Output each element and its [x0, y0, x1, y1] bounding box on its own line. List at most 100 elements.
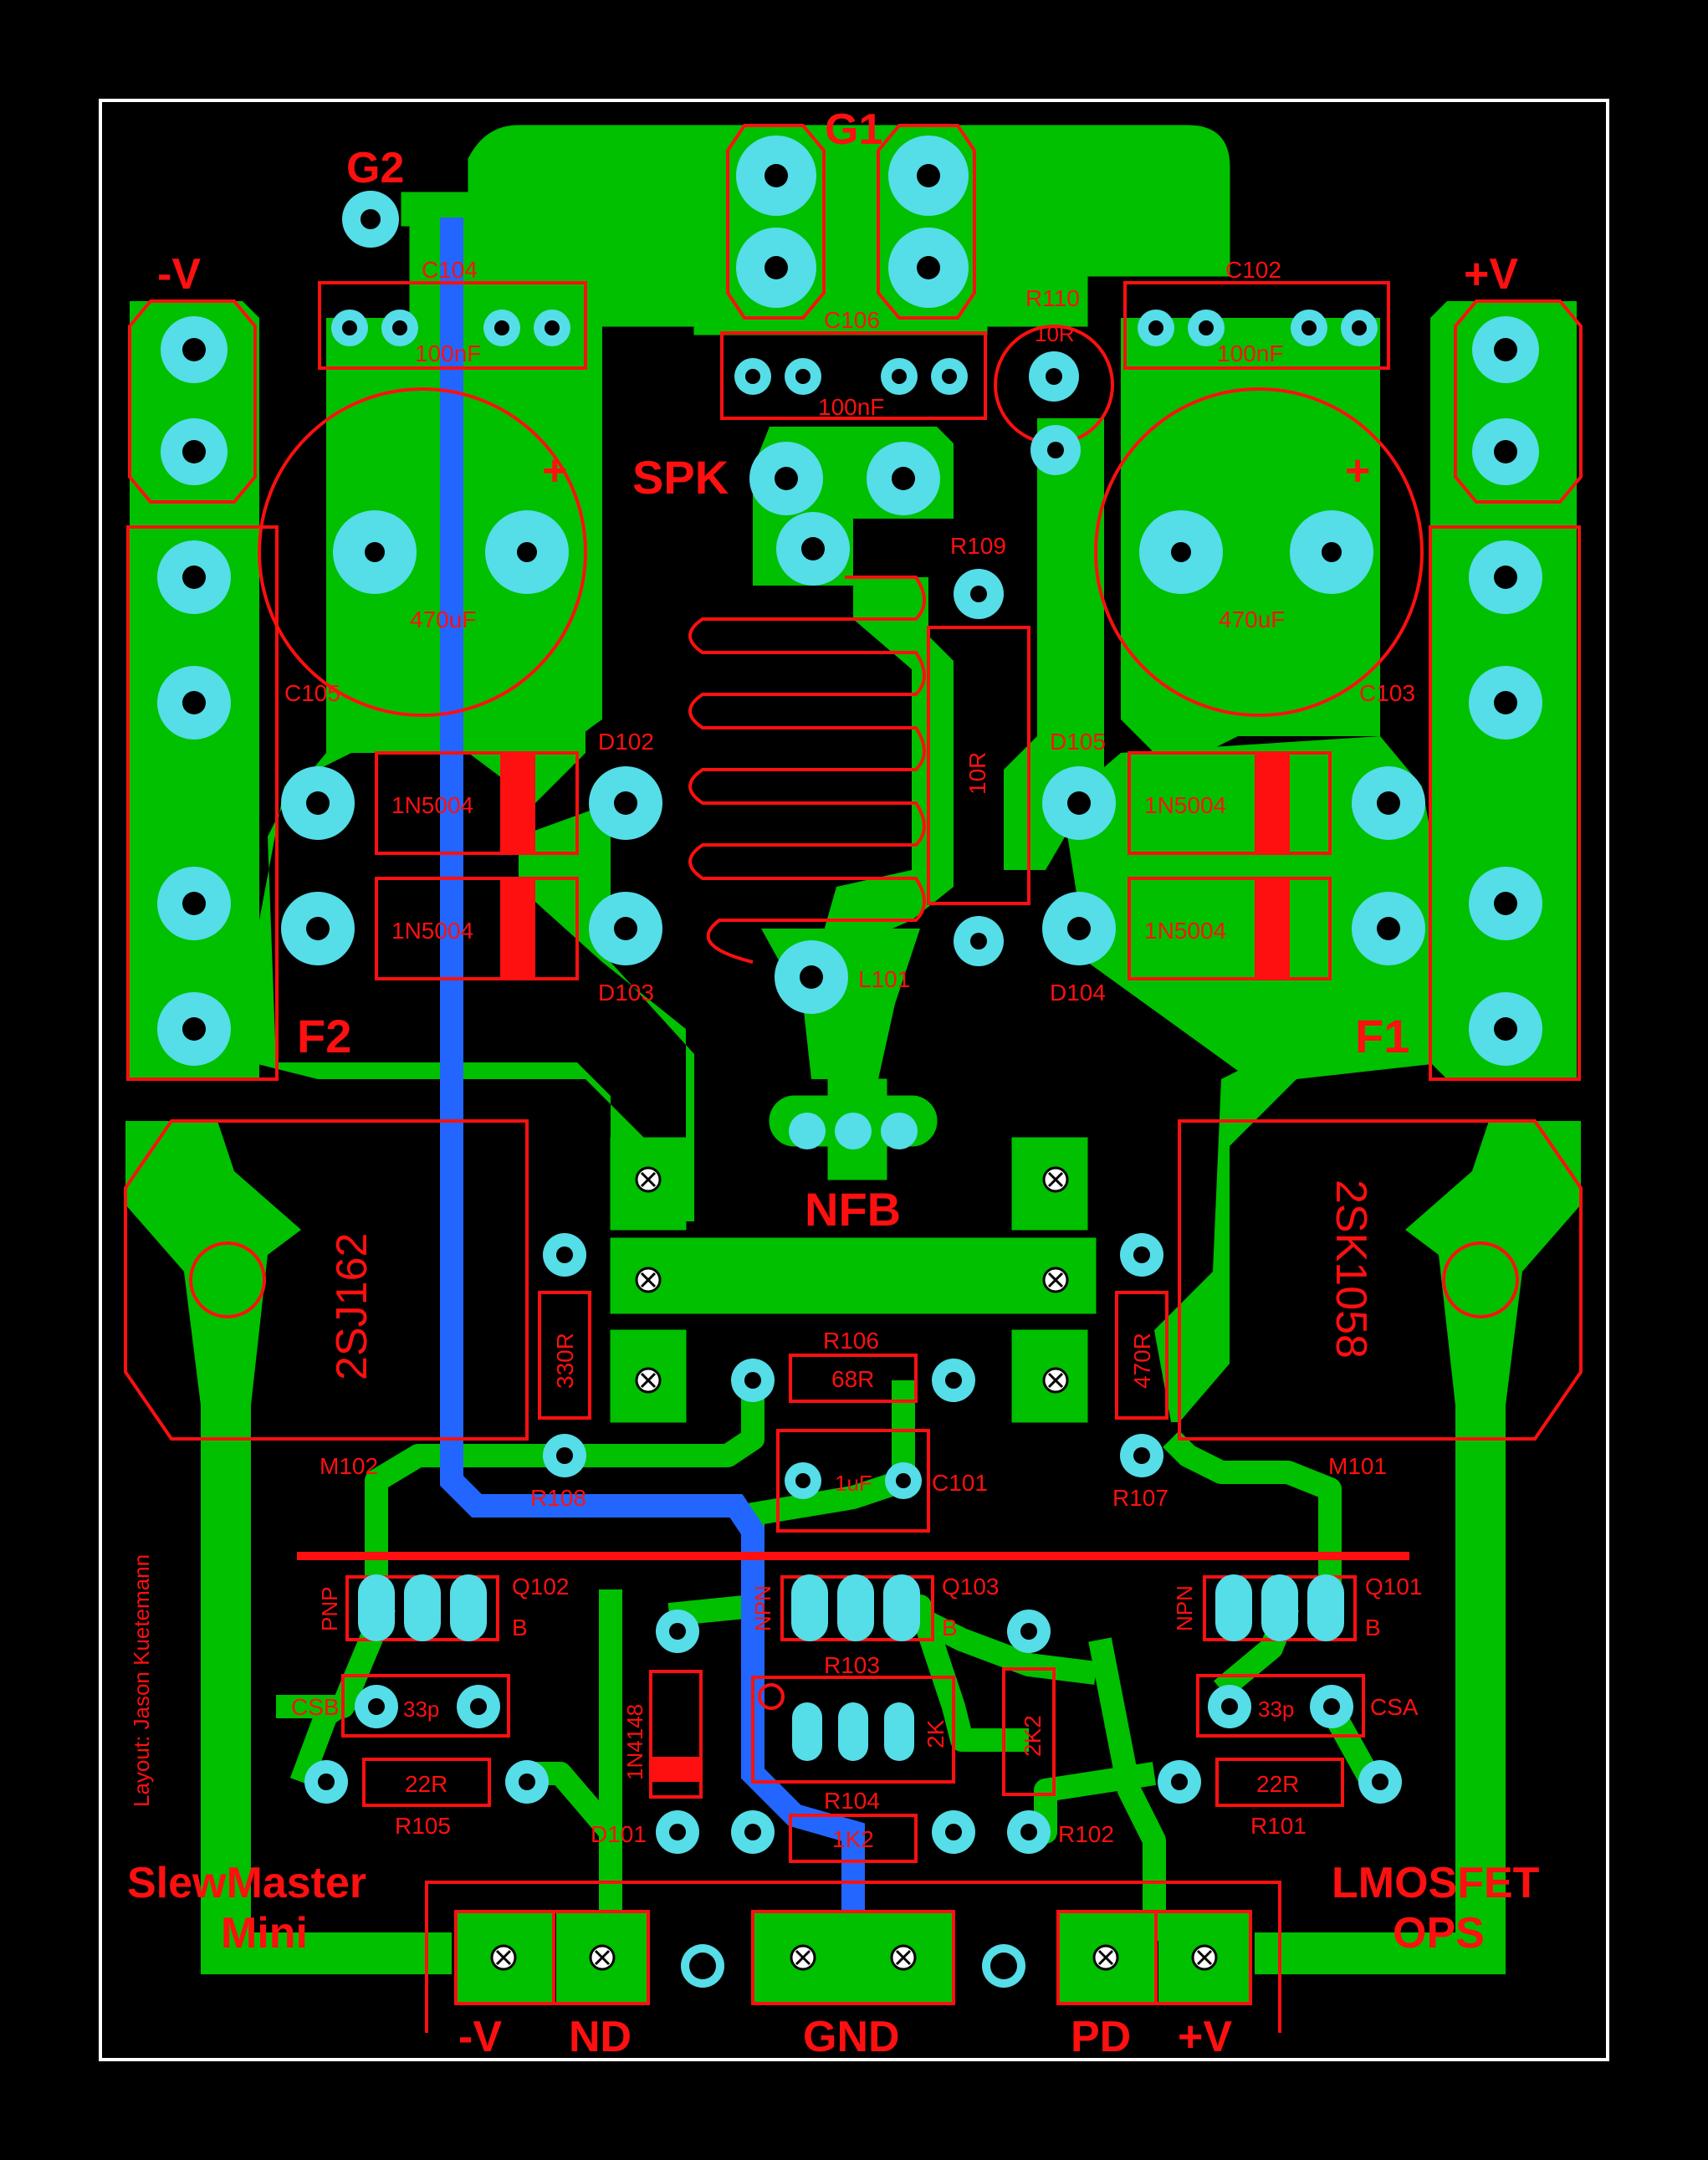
- pad-mount-left-inner: [689, 1953, 716, 1979]
- screw-gnd-1: [790, 1944, 816, 1971]
- label-f2: F2: [297, 1010, 351, 1062]
- label-csa: CSA: [1370, 1694, 1419, 1720]
- silkscreen-outlines: [124, 124, 1583, 2033]
- pad-q103-pin1: [791, 1574, 828, 1641]
- pad-g1-a2-hole: [765, 256, 788, 279]
- copper-r109-link: [820, 577, 954, 945]
- outline-m101: [1178, 1119, 1583, 1441]
- pad-spk-3-hole: [801, 537, 825, 560]
- label-c101: C101: [932, 1470, 988, 1496]
- pad-c104-3-hole: [494, 320, 509, 335]
- pad-negv-2-hole: [182, 440, 206, 463]
- label-csb-val: 33p: [403, 1697, 439, 1722]
- label-f1: F1: [1355, 1010, 1409, 1062]
- outline-r108: [538, 1291, 591, 1420]
- pad-f2-3-hole: [182, 892, 206, 915]
- copper-layer: [125, 125, 1581, 1974]
- label-c106-val: 100nF: [818, 394, 884, 420]
- label-r103-val: 2K: [923, 1719, 949, 1748]
- pad-c104-4-hole: [545, 320, 560, 335]
- pad-c103-2-hole: [1322, 542, 1342, 562]
- outline-negv: [128, 299, 257, 504]
- label-d102-val: 1N5004: [391, 792, 473, 818]
- pad-d104-a-hole: [1067, 917, 1091, 940]
- outline-r101: [1215, 1758, 1344, 1807]
- term-label-negv: -V: [458, 2013, 502, 2061]
- screw-terminals: [490, 1166, 1218, 1971]
- label-r110: R110: [1025, 285, 1080, 311]
- label-q102-b: B: [512, 1615, 528, 1640]
- outline-r102: [1002, 1667, 1056, 1796]
- label-r108: R108: [530, 1485, 586, 1511]
- label-r102-val: 2K2: [1020, 1715, 1046, 1757]
- outline-terminal-block: [425, 1881, 1281, 2033]
- label-posv: +V: [1464, 250, 1518, 299]
- outline-d102: [375, 751, 579, 855]
- pad-negv-1-hole: [182, 338, 206, 361]
- outline-c105: [258, 387, 587, 717]
- screw-pd: [1092, 1944, 1119, 1971]
- pad-d105-k-hole: [1377, 791, 1400, 815]
- copper-negv-trace: [201, 1405, 452, 1974]
- label-c103-val: 470uF: [1219, 607, 1285, 632]
- term-gnd-outline: [751, 1910, 955, 2005]
- terminal-outlines: [454, 1910, 1252, 2005]
- label-q103: Q103: [942, 1574, 1000, 1600]
- outline-r106: [789, 1354, 918, 1403]
- label-q101-type: NPN: [1172, 1585, 1197, 1631]
- label-r105: R105: [395, 1813, 451, 1839]
- pad-r101-1-hole: [1171, 1774, 1188, 1790]
- pad-g1-b2-hole: [917, 256, 940, 279]
- label-c105-val: 470uF: [410, 607, 476, 632]
- pad-nfb-2: [835, 1113, 872, 1149]
- pad-f1-2-hole: [1494, 691, 1517, 714]
- copper-right-pour: [1062, 736, 1447, 1422]
- copper-right-cap: [1121, 318, 1380, 770]
- silk-bar: [297, 1552, 1409, 1560]
- pad-d103-k-hole: [614, 917, 637, 940]
- pad-r105-1-hole: [318, 1774, 335, 1790]
- label-d105-val: 1N5004: [1144, 792, 1226, 818]
- band-d102: [500, 755, 535, 852]
- label-r109: R109: [950, 533, 1006, 559]
- pad-nfb-1: [789, 1113, 826, 1149]
- label-r106: R106: [823, 1328, 879, 1354]
- term-gnd: [753, 1912, 954, 2004]
- outline-d101: [649, 1670, 703, 1799]
- pad-q103-pin3: [883, 1574, 920, 1641]
- pad-r108-1-hole: [556, 1246, 573, 1263]
- pad-c102-4-hole: [1352, 320, 1367, 335]
- label-c103-plus: +: [1345, 447, 1370, 495]
- pad-r104-2-hole: [945, 1824, 962, 1840]
- pad-c102-3-hole: [1301, 320, 1317, 335]
- pad-f1-3-hole: [1494, 892, 1517, 915]
- screw-posv: [1191, 1944, 1218, 1971]
- outline-f2: [126, 525, 279, 1081]
- pad-posv-2-hole: [1494, 440, 1517, 463]
- label-c102-val: 100nF: [1217, 340, 1283, 366]
- label-m102: M102: [320, 1453, 378, 1479]
- pad-f2-4-hole: [182, 1017, 206, 1041]
- pad-spk-2-hole: [892, 467, 915, 490]
- label-q101-b: B: [1365, 1615, 1381, 1640]
- term-label-posv: +V: [1178, 2013, 1232, 2061]
- pad-c103-1-hole: [1171, 542, 1191, 562]
- label-r107-val: 470R: [1129, 1333, 1155, 1389]
- pad-q103-pin2: [837, 1574, 874, 1641]
- label-q102-type: PNP: [317, 1587, 342, 1631]
- label-q103-b: B: [942, 1615, 958, 1640]
- pad-r104-1-hole: [744, 1824, 761, 1840]
- pad-d101-a-hole: [669, 1623, 686, 1640]
- label-d103: D103: [598, 980, 654, 1006]
- pad-d105-a-hole: [1067, 791, 1091, 815]
- pad-mount-right-inner: [990, 1953, 1017, 1979]
- band-d105: [1255, 755, 1290, 852]
- pad-c105-1-hole: [365, 542, 385, 562]
- label-q103-type: NPN: [750, 1585, 775, 1631]
- pad-f2-2-hole: [182, 691, 206, 714]
- label-m102-val: 2SJ162: [328, 1233, 376, 1380]
- pad-g1-a1-hole: [765, 164, 788, 187]
- pad-g2-hole: [361, 209, 381, 229]
- pad-q102-pin2: [404, 1574, 441, 1641]
- board-name-line1: SlewMaster: [127, 1859, 366, 1907]
